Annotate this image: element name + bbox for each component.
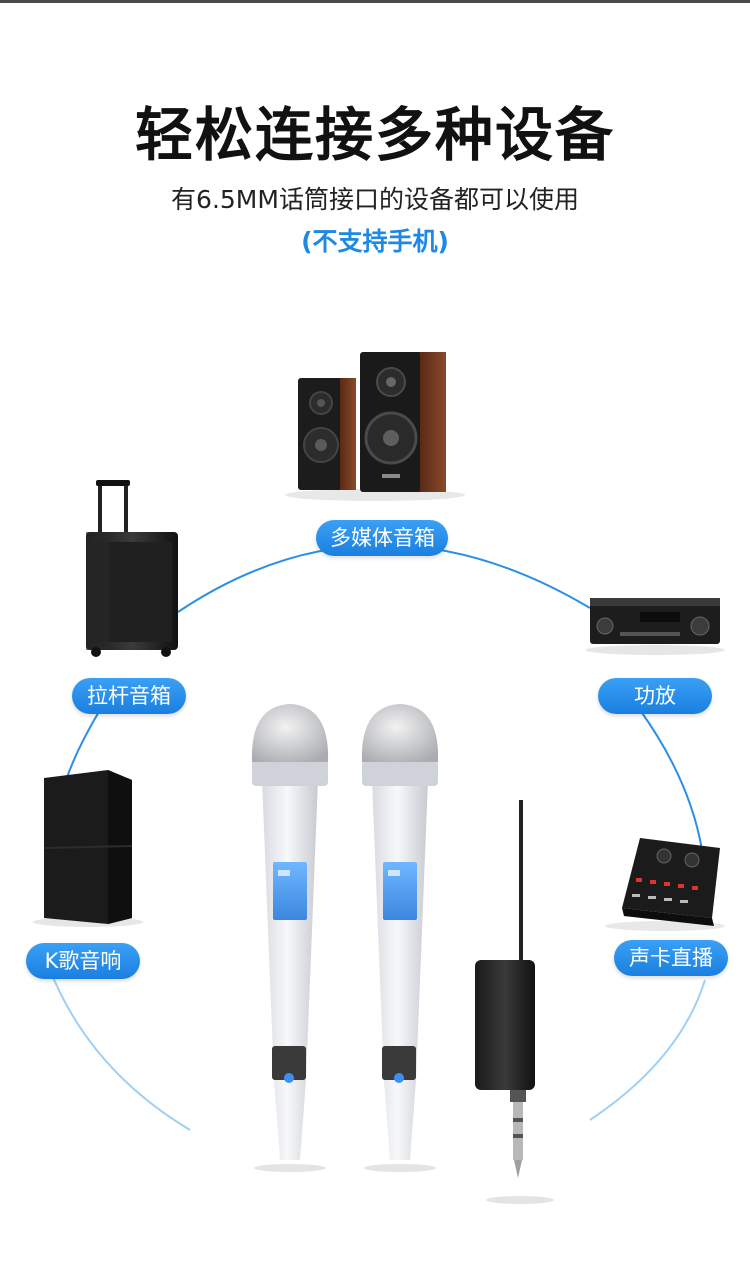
label-trolley-speaker: 拉杆音箱 <box>72 678 186 714</box>
wireless-receiver <box>475 800 554 1204</box>
trolley-speaker-image <box>86 480 178 657</box>
wireless-microphone-2 <box>361 704 439 1172</box>
wireless-microphone-1 <box>251 704 329 1172</box>
label-amplifier: 功放 <box>598 678 712 714</box>
label-sound-card: 声卡直播 <box>614 940 728 976</box>
label-multimedia-speaker: 多媒体音箱 <box>316 520 448 556</box>
page-title: 轻松连接多种设备 <box>134 101 615 169</box>
phone-not-supported-note: (不支持手机) <box>301 227 449 256</box>
sound-card-image <box>605 838 725 931</box>
label-ktv-speaker: K歌音响 <box>26 943 140 979</box>
page-subtitle: 有6.5MM话筒接口的设备都可以使用 <box>171 185 579 214</box>
amplifier-image <box>585 598 725 655</box>
multimedia-speaker-image <box>285 352 465 501</box>
top-divider <box>0 0 750 3</box>
ktv-speaker-image <box>33 770 143 927</box>
